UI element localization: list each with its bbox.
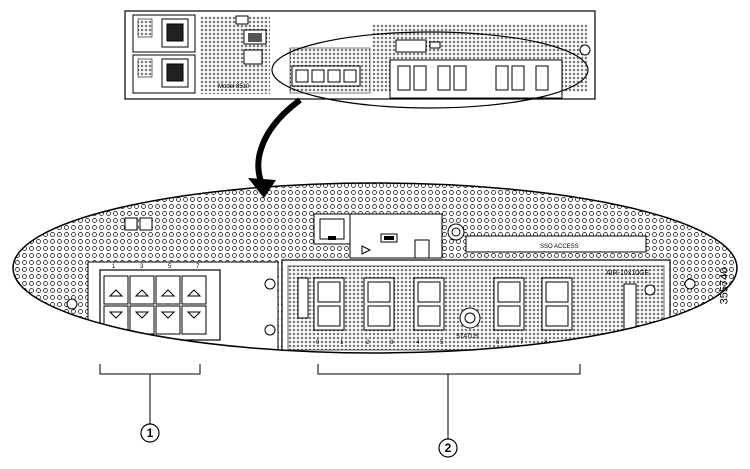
port-label-4: 4 (416, 340, 420, 346)
callout-1: 1 (99, 364, 201, 443)
figure-id-text: 355740 (718, 267, 731, 305)
port-number-bottom-4: 4 (168, 343, 172, 349)
port-label-1: 1 (340, 340, 344, 346)
port-number-bottom-2: 2 (140, 343, 144, 349)
port-label-7: 7 (520, 340, 524, 346)
port-label-6: 6 (496, 340, 500, 346)
zoom-region-ellipse (271, 31, 589, 109)
status-indicator: STATUS (456, 307, 481, 340)
port-number-top-5: 5 (168, 264, 172, 270)
overview-sfp-block (291, 65, 361, 87)
port-number-bottom-0: 0 (112, 343, 116, 349)
chassis-overview: Model 8510 (124, 10, 596, 109)
port-number-top-7: 7 (196, 264, 200, 270)
callout-2-number: 2 (445, 441, 452, 455)
sfp-plus-port-group-10ge (313, 277, 573, 331)
power-supply-top (132, 14, 196, 53)
overview-10ge-ports (397, 65, 549, 91)
port-label-2: 2 (366, 340, 370, 346)
power-supply-bottom (132, 54, 196, 94)
callout-2: 2 (317, 364, 581, 458)
module-10x10ge: AIR-10x10GE (281, 259, 671, 353)
status-label: STATUS (456, 334, 479, 340)
zoom-arrow (248, 97, 302, 198)
magnified-view: SSO ACCESS 1 3 5 7 (12, 182, 738, 358)
speed-label-10ge: 10GE (190, 352, 205, 358)
port-number-top-3: 3 (140, 264, 144, 270)
figure-id: 355740 (718, 260, 744, 320)
port-label-3: 3 (390, 340, 394, 346)
port-number-bottom-6: 6 (196, 343, 200, 349)
port-label-0: 0 (316, 340, 320, 346)
module-name: AIR-10x10GE (606, 270, 650, 277)
speed-label-1ge: 1GE (140, 352, 152, 358)
model-label: Model 8510 (218, 84, 250, 90)
port-label-9: 9 (568, 340, 572, 346)
callout-1-number: 1 (147, 426, 154, 440)
module-1ge: 1 3 5 7 0 2 4 6 (66, 261, 279, 358)
port-number-top-1: 1 (112, 264, 116, 270)
sso-access-label: SSO ACCESS (540, 244, 579, 250)
port-label-5: 5 (440, 340, 444, 346)
